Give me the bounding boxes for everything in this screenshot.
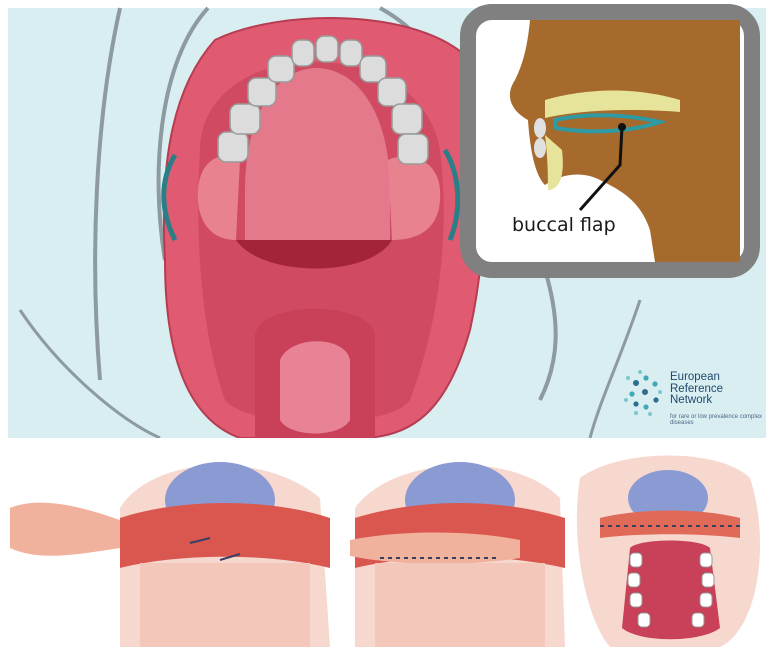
step-2-flap xyxy=(350,533,520,564)
ern-line-3: Network xyxy=(670,395,723,407)
tooth xyxy=(392,104,422,134)
inset-tooth-upper xyxy=(534,118,546,138)
tooth xyxy=(398,134,428,164)
ern-logo-name: European Reference Network xyxy=(670,372,723,407)
tooth xyxy=(218,132,248,162)
tooth xyxy=(268,56,294,82)
tooth xyxy=(340,40,362,66)
mouth-open-illustration xyxy=(0,0,766,438)
tooth xyxy=(378,78,406,106)
step-3-muscle xyxy=(600,511,740,539)
uvula-region xyxy=(280,341,350,433)
step-1-tongue xyxy=(140,563,310,647)
surgical-steps xyxy=(0,438,766,647)
tooth xyxy=(248,78,276,106)
step-1-panel xyxy=(10,462,330,647)
step-2-panel xyxy=(350,462,565,647)
inset-tooth-lower xyxy=(534,138,546,158)
tooth xyxy=(316,36,338,62)
step-3-panel xyxy=(577,456,760,647)
step-1-flap xyxy=(10,503,120,556)
ern-line-1: European xyxy=(670,372,723,384)
tooth xyxy=(292,40,314,66)
top-illustration: buccal flap European Reference Network f… xyxy=(0,0,766,438)
tooth xyxy=(360,56,386,82)
tooth xyxy=(230,104,260,134)
step-2-tongue xyxy=(375,563,545,647)
ern-logo-tagline: for rare or low prevalence complex disea… xyxy=(670,414,766,427)
bottom-illustration xyxy=(0,438,766,647)
buccal-flap-label: buccal flap xyxy=(512,214,616,236)
